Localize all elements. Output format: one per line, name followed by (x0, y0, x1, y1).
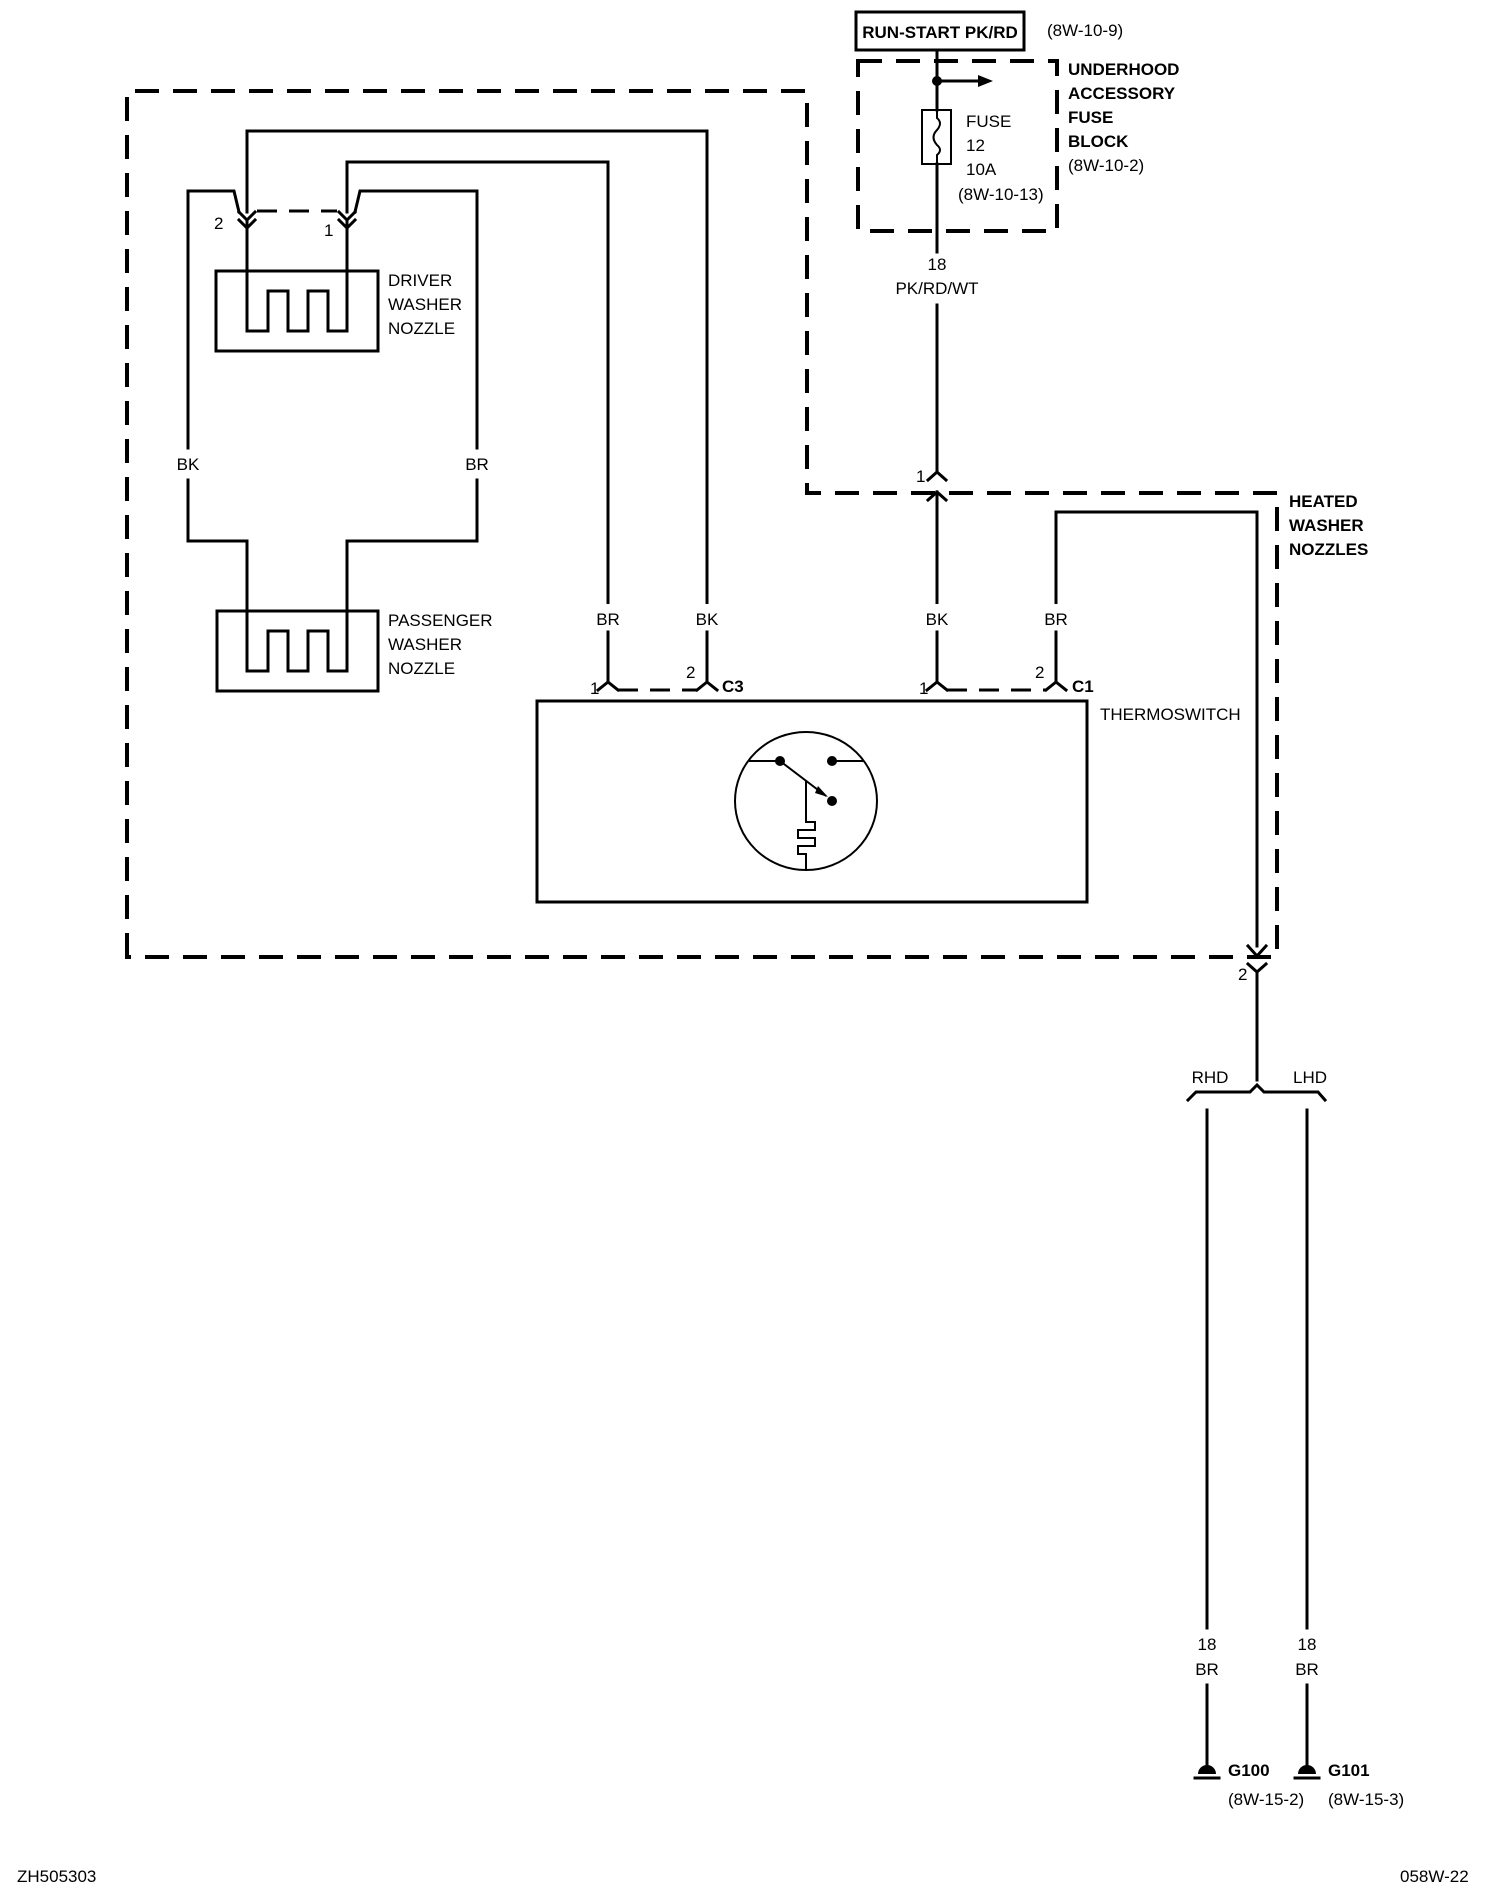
c3-connector-name: C3 (722, 677, 744, 696)
power-source-label: RUN-START PK/RD (862, 23, 1018, 42)
driver-nozzle-name-1: DRIVER (388, 271, 452, 290)
c1-terminal-2-icon (1043, 680, 1069, 693)
fuse-element (932, 110, 941, 164)
module-connector-in: 1 (916, 467, 949, 503)
passenger-nozzle-name-3: NOZZLE (388, 659, 455, 678)
module-in-pin: 1 (916, 467, 925, 486)
c3-pin2-wire-color: BK (696, 610, 719, 629)
fuse-block-ref: (8W-10-2) (1068, 156, 1144, 175)
fuse-block-name-2: ACCESSORY (1068, 84, 1176, 103)
feed-wire-gauge: 18 (928, 255, 947, 274)
g100-wire-gauge: 18 (1198, 1635, 1217, 1654)
c3-pin1: 1 (590, 679, 599, 698)
fuse-ref: (8W-10-13) (958, 185, 1044, 204)
passenger-washer-nozzle: PASSENGER WASHER NOZZLE (215, 609, 493, 693)
module-out-pin: 2 (1238, 965, 1247, 984)
feed-wire-color: PK/RD/WT (895, 279, 978, 298)
driver-heater-element (245, 218, 349, 333)
module-name-1: HEATED (1289, 492, 1358, 511)
g101-name: G101 (1328, 1761, 1370, 1780)
power-source: RUN-START PK/RD (8W-10-9) (854, 10, 1123, 52)
module-name-3: NOZZLES (1289, 540, 1368, 559)
left-br-wire (353, 189, 479, 450)
thermoswitch-box (535, 699, 1089, 904)
c3-pin2: 2 (686, 663, 695, 682)
thermoswitch-label: THERMOSWITCH (1100, 705, 1241, 724)
option-rhd-label: RHD (1192, 1068, 1229, 1087)
driver-nozzle-name-2: WASHER (388, 295, 462, 314)
left-br-wire-color: BR (465, 455, 489, 474)
thermoswitch: 1 2 C3 1 2 C1 THERMOSWITCH (535, 663, 1241, 904)
rhd-lhd-option: RHD LHD (1185, 1068, 1328, 1103)
connector-chevron-icon (336, 209, 358, 223)
option-lhd-label: LHD (1293, 1068, 1327, 1087)
label-bg (921, 604, 953, 630)
ground-icon (1298, 1765, 1316, 1774)
g101-wire-gauge: 18 (1298, 1635, 1317, 1654)
label-bg (691, 604, 723, 630)
driver-pin-2: 2 (214, 214, 223, 233)
power-source-ref: (8W-10-9) (1047, 21, 1123, 40)
label-bg (592, 604, 624, 630)
c1-pin1-wire-color-overlay: BK (926, 610, 949, 629)
left-br-wire-lower (345, 478, 479, 673)
module-name-2: WASHER (1289, 516, 1364, 535)
c3-pin1-wire (345, 160, 610, 605)
passenger-nozzle-name-1: PASSENGER (388, 611, 493, 630)
figure-id: ZH505303 (17, 1867, 96, 1886)
thermal-switch-icon (734, 731, 878, 871)
g100-wire-color: BR (1195, 1660, 1219, 1679)
fuse-block-boundary (856, 59, 1059, 233)
connector-chevron-icon (336, 217, 358, 231)
arrow-right-icon (978, 75, 993, 87)
c1-connector-name: C1 (1072, 677, 1094, 696)
c1-pin2: 2 (1035, 663, 1044, 682)
driver-washer-nozzle: 2 1 DRIVER WASHER NOZZLE (214, 209, 462, 353)
c1-pin1: 1 (919, 679, 928, 698)
c3-pin2-wire (245, 129, 709, 605)
left-bk-wire-lower (186, 478, 249, 673)
connector-chevron-icon (236, 209, 258, 223)
g100-name: G100 (1228, 1761, 1270, 1780)
ground-icon (1198, 1765, 1216, 1774)
ground-g100: 18 BR G100 (8W-15-2) (1193, 1108, 1304, 1809)
c3-terminal-2-icon (694, 680, 720, 693)
power-source-box (854, 10, 1026, 52)
driver-nozzle-name-3: NOZZLE (388, 319, 455, 338)
option-bracket (1185, 1082, 1328, 1103)
c3-pin1-wire-color: BR (596, 610, 620, 629)
g100-ref: (8W-15-2) (1228, 1790, 1304, 1809)
fuse-block-name-4: BLOCK (1068, 132, 1129, 151)
driver-pin-1: 1 (324, 221, 333, 240)
c1-pin2-wire-color-overlay: BR (1044, 610, 1068, 629)
fuse-block: FUSE 12 10A (8W-10-13) UNDERHOOD ACCESSO… (856, 48, 1179, 254)
passenger-nozzle-name-2: WASHER (388, 635, 462, 654)
connector-chevron-icon (236, 217, 258, 231)
fuse-block-name-1: UNDERHOOD (1068, 60, 1179, 79)
left-bk-wire-color: BK (177, 455, 200, 474)
ground-g101: 18 BR G101 (8W-15-3) (1293, 1108, 1404, 1809)
heated-washer-nozzles-boundary (125, 89, 1279, 959)
fuse-label: FUSE (966, 112, 1011, 131)
left-bk-wire (186, 189, 241, 450)
page-code: 058W-22 (1400, 1867, 1469, 1886)
female-terminal-icon (925, 469, 949, 483)
g101-ref: (8W-15-3) (1328, 1790, 1404, 1809)
arrow-down-icon (1245, 943, 1269, 959)
passenger-nozzle-box (215, 609, 380, 693)
fuse-rating: 10A (966, 160, 997, 179)
g101-wire-color: BR (1295, 1660, 1319, 1679)
c1-terminal-1-icon (924, 680, 950, 693)
fuse-block-name-3: FUSE (1068, 108, 1113, 127)
c3-terminal-1-icon (595, 680, 621, 693)
label-bg (1040, 604, 1072, 630)
passenger-heater-element (245, 609, 349, 673)
fuse-number: 12 (966, 136, 985, 155)
module-connector-out: 2 (1238, 961, 1269, 984)
c1-pin2-wire (1054, 510, 1259, 948)
driver-nozzle-box (214, 269, 380, 353)
